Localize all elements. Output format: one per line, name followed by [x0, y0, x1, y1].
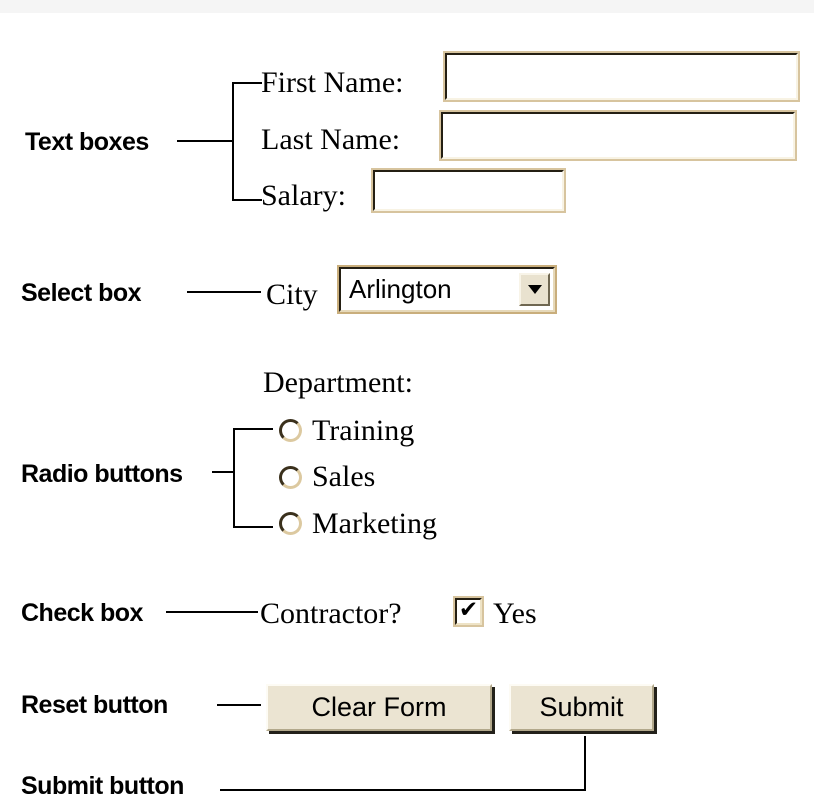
- contractor-yes-label: Yes: [493, 597, 537, 630]
- first-name-field[interactable]: [445, 53, 798, 100]
- callout-line-submit-button: [220, 789, 586, 791]
- department-label: Department:: [263, 366, 413, 399]
- annotation-reset-button: Reset button: [21, 691, 168, 719]
- radio-marketing-label: Marketing: [312, 507, 437, 540]
- salary-field[interactable]: [373, 170, 564, 211]
- annotation-select-box: Select box: [21, 279, 142, 307]
- callout-line-radio-buttons: [212, 471, 233, 473]
- contractor-checkbox[interactable]: ✔: [455, 598, 482, 625]
- annotation-radio-buttons: Radio buttons: [21, 460, 183, 488]
- salary-label: Salary:: [261, 179, 346, 212]
- check-icon: ✔: [458, 597, 479, 623]
- annotation-submit-button: Submit button: [21, 772, 184, 800]
- top-strip: [0, 0, 814, 13]
- radio-sales[interactable]: [279, 466, 302, 489]
- callout-line-text-boxes: [177, 140, 233, 142]
- annotation-check-box: Check box: [21, 599, 143, 627]
- city-label: City: [266, 278, 318, 311]
- radio-training-label: Training: [312, 414, 415, 447]
- callout-line-select-box: [187, 291, 261, 293]
- last-name-field[interactable]: [441, 112, 795, 159]
- bracket-text-boxes: [232, 82, 262, 201]
- annotation-text-boxes: Text boxes: [25, 128, 149, 156]
- city-select[interactable]: Arlington: [339, 267, 555, 312]
- callout-line-check-box: [166, 611, 258, 613]
- radio-training[interactable]: [279, 419, 302, 442]
- first-name-label: First Name:: [261, 66, 404, 99]
- callout-line-reset-button: [217, 704, 261, 706]
- submit-button[interactable]: Submit: [509, 684, 654, 731]
- clear-form-button[interactable]: Clear Form: [266, 684, 492, 731]
- chevron-down-icon: [527, 285, 542, 294]
- bracket-radio-buttons: [233, 428, 273, 528]
- contractor-label: Contractor?: [260, 597, 402, 630]
- dropdown-arrow-button[interactable]: [519, 273, 550, 306]
- radio-sales-label: Sales: [312, 460, 376, 493]
- city-select-value: Arlington: [349, 274, 452, 304]
- radio-marketing[interactable]: [279, 512, 302, 535]
- callout-elbow-submit-button: [584, 736, 586, 791]
- last-name-label: Last Name:: [261, 123, 401, 156]
